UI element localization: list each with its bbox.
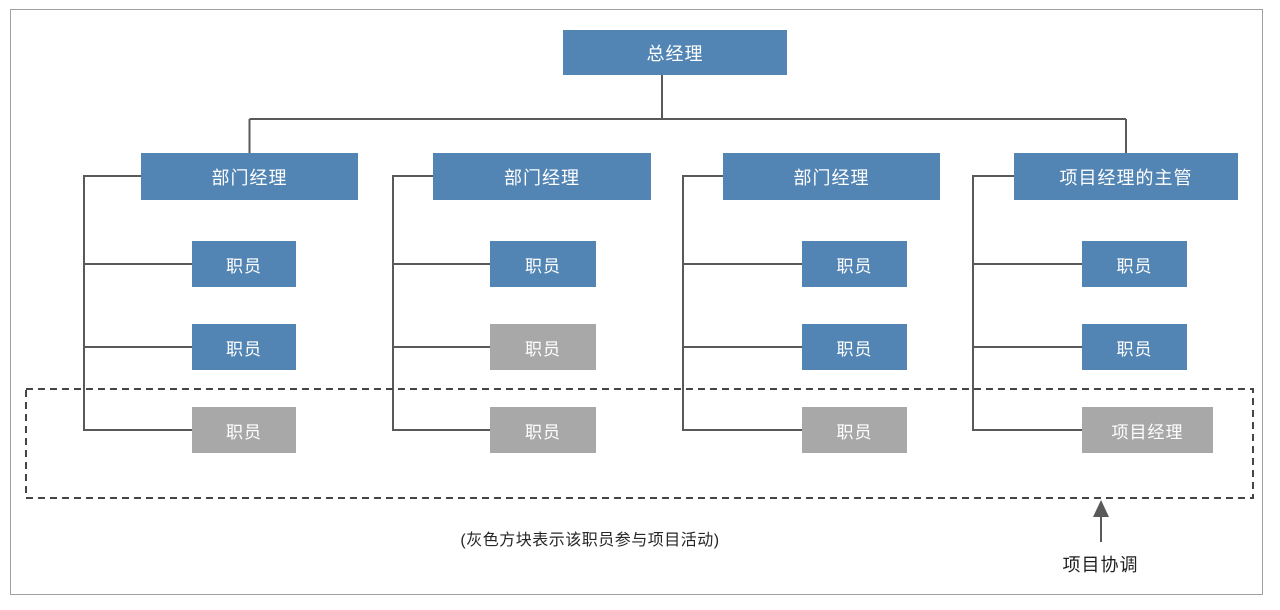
legend-caption: (灰色方块表示该职员参与项目活动): [460, 532, 720, 549]
column2-bracket: [392, 175, 490, 431]
column3-bracket: [682, 175, 802, 431]
node-general-manager: 总经理: [563, 30, 787, 75]
column1-bracket: [83, 175, 192, 431]
node-staff-2-1: 职员: [490, 241, 596, 287]
project-scope-dashed-box: [25, 388, 1254, 499]
node-project-manager: 项目经理: [1082, 407, 1213, 453]
node-staff-1-3: 职员: [192, 407, 296, 453]
column4-bracket: [972, 175, 1082, 431]
node-staff-4-2: 职员: [1082, 324, 1187, 370]
node-dept-manager-3: 部门经理: [723, 153, 940, 200]
node-dept-manager-2: 部门经理: [433, 153, 651, 200]
node-staff-2-2: 职员: [490, 324, 596, 370]
coordination-label: 项目协调: [1062, 555, 1139, 575]
outer-border: [10, 9, 1263, 595]
node-staff-4-1: 职员: [1082, 241, 1187, 287]
root-to-spine-connector: [248, 75, 1127, 153]
node-staff-1-1: 职员: [192, 241, 296, 287]
node-staff-3-2: 职员: [802, 324, 907, 370]
node-dept-manager-1: 部门经理: [141, 153, 358, 200]
node-pm-supervisor: 项目经理的主管: [1014, 153, 1238, 200]
coordination-arrow-icon: [1093, 500, 1109, 542]
node-staff-3-3: 职员: [802, 407, 907, 453]
node-staff-3-1: 职员: [802, 241, 907, 287]
node-staff-2-3: 职员: [490, 407, 596, 453]
node-staff-1-2: 职员: [192, 324, 296, 370]
